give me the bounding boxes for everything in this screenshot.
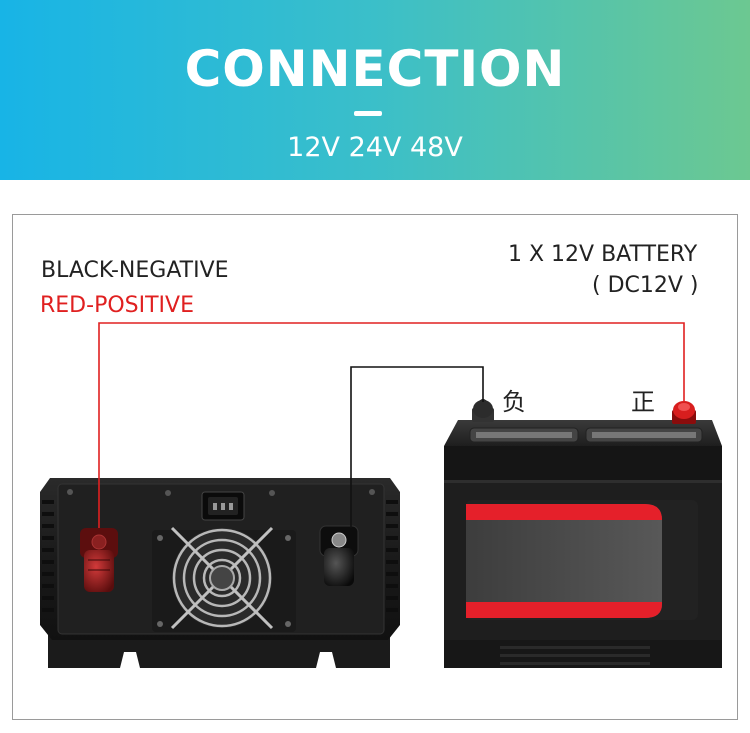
battery: [444, 399, 722, 668]
voltage-subtitle: 12V 24V 48V: [287, 132, 463, 163]
battery-negative-terminal: [472, 399, 494, 422]
diagram-frame: [12, 214, 738, 720]
title-divider: [354, 111, 382, 116]
positive-wire: [98, 322, 685, 528]
inverter-negative-terminal: [319, 525, 359, 586]
page-title: CONNECTION: [184, 40, 566, 98]
battery-dc-label: ( DC12V ): [592, 273, 699, 298]
battery-positive-terminal: [672, 401, 696, 424]
battery-title-label: 1 X 12V BATTERY: [508, 242, 698, 267]
header-banner: [0, 0, 750, 180]
inverter-positive-terminal: [80, 528, 118, 592]
cooling-fan: [152, 526, 296, 632]
black-negative-label: BLACK-NEGATIVE: [41, 258, 229, 283]
negative-cn-label: 负: [502, 388, 526, 416]
positive-cn-label: 正: [631, 388, 655, 416]
ac-socket: [201, 491, 245, 521]
inverter: [40, 478, 400, 668]
red-positive-label: RED-POSITIVE: [40, 293, 194, 318]
negative-wire: [350, 366, 484, 528]
